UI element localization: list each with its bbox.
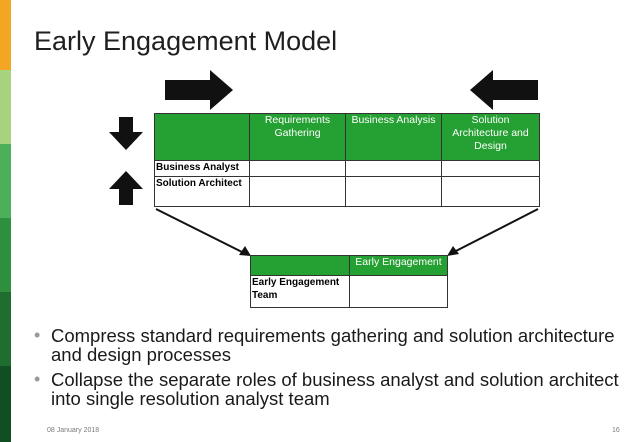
table-cell <box>249 176 346 207</box>
connector-right <box>451 208 539 254</box>
table-header-cell <box>154 113 250 161</box>
accent-bar-segment <box>0 0 11 70</box>
table-cell <box>345 160 442 177</box>
table-cell <box>441 176 540 207</box>
accent-bar-segment <box>0 70 11 144</box>
accent-bar-segment <box>0 366 11 442</box>
bullet-text: Collapse the separate roles of business … <box>51 369 619 409</box>
table-cell <box>249 160 346 177</box>
row-label: Early Engagement Team <box>250 275 350 308</box>
page-number: 16 <box>612 427 620 434</box>
bullet-text: Compress standard requirements gathering… <box>51 325 615 365</box>
row-label: Business Analyst <box>154 160 250 177</box>
accent-bar-segment <box>0 218 11 292</box>
accent-side-bar <box>0 0 11 442</box>
table-row: Solution Architect <box>154 176 540 207</box>
right-arrow-icon <box>165 70 233 110</box>
row-label: Solution Architect <box>154 176 250 207</box>
table-header-cell: Requirements Gathering <box>249 113 346 161</box>
down-arrow-icon <box>109 117 143 150</box>
bullet-item: • Compress standard requirements gatheri… <box>34 325 624 365</box>
accent-bar-segment <box>0 144 11 218</box>
left-arrow-icon <box>470 70 538 110</box>
bullet-list: • Compress standard requirements gatheri… <box>34 326 624 414</box>
table-cell <box>349 275 448 308</box>
up-arrow-icon <box>109 171 143 205</box>
table-header-cell: Business Analysis <box>345 113 442 161</box>
table-cell <box>441 160 540 177</box>
connector-left <box>155 208 247 255</box>
connector-right-arrowhead <box>447 246 459 256</box>
early-engagement-table: Early Engagement Early Engagement Team <box>250 255 448 308</box>
bullet-dot-icon: • <box>34 369 41 389</box>
table-cell <box>345 176 442 207</box>
footer-date: 08 January 2018 <box>47 427 100 434</box>
roles-process-table: Requirements Gathering Business Analysis… <box>154 113 540 207</box>
table-header-row: Requirements Gathering Business Analysis… <box>154 113 540 161</box>
table-header-cell <box>250 255 350 276</box>
slide-title: Early Engagement Model <box>34 26 338 56</box>
connector-left-arrowhead <box>239 246 251 256</box>
accent-bar-segment <box>0 292 11 366</box>
table-row: Business Analyst <box>154 160 540 177</box>
table-header-cell: Early Engagement <box>349 255 448 276</box>
table-header-row: Early Engagement <box>250 255 448 276</box>
bullet-item: • Collapse the separate roles of busines… <box>34 369 624 409</box>
bullet-dot-icon: • <box>34 325 41 345</box>
table-header-cell: Solution Architecture and Design <box>441 113 540 161</box>
table-row: Early Engagement Team <box>250 275 448 308</box>
